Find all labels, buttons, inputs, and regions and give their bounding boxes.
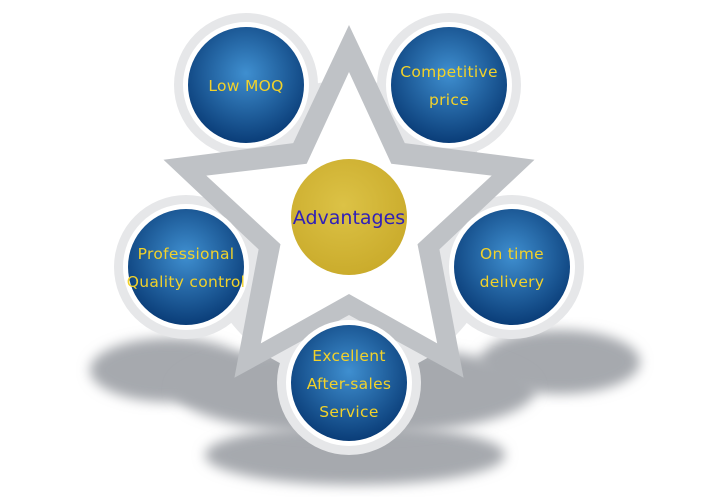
- node-circle: [454, 209, 570, 325]
- node-label: Professional: [138, 245, 235, 263]
- node-circle: [291, 325, 407, 441]
- node-circle: [391, 27, 507, 143]
- node-label: Quality control: [127, 273, 246, 291]
- node-circle: [128, 209, 244, 325]
- node-label: On time: [480, 245, 544, 263]
- node-label: After-sales: [307, 375, 392, 393]
- center-label: Advantages: [293, 207, 405, 229]
- node-on-time-delivery: On time delivery: [449, 204, 575, 330]
- nodes: Low MOQ Competitive price On time deliveryEx…: [123, 22, 575, 446]
- node-label: Competitive: [400, 63, 498, 81]
- node-label: delivery: [480, 273, 545, 291]
- node-competitive-price: Competitive price: [386, 22, 512, 148]
- node-label: price: [429, 91, 469, 109]
- node-circle: [188, 27, 304, 143]
- node-label: Excellent: [312, 347, 386, 365]
- node-label: Low MOQ: [208, 77, 283, 95]
- node-low-moq: Low MOQ: [183, 22, 309, 148]
- node-label: Service: [319, 403, 378, 421]
- center-node: Advantages: [291, 159, 407, 275]
